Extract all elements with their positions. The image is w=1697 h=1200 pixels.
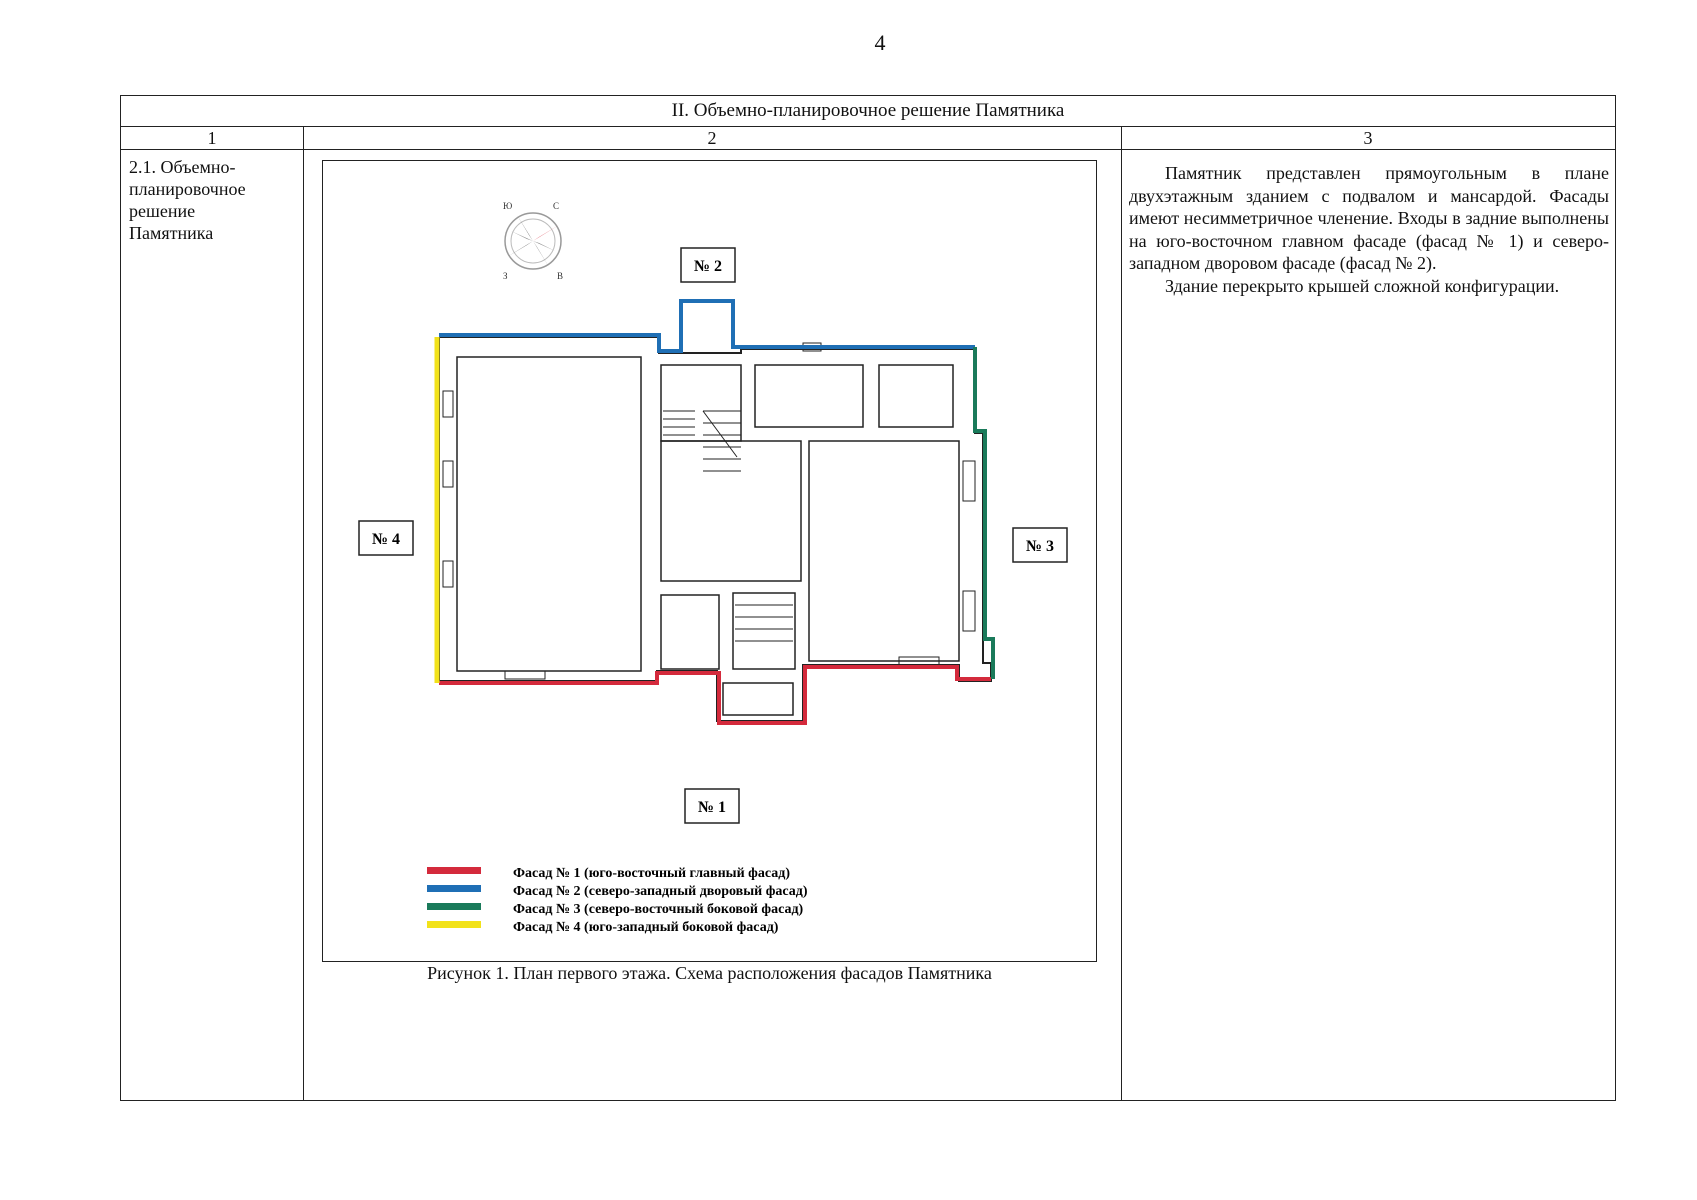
row-title-cell: 2.1. Объемно- планировочное решение Памя…: [129, 156, 299, 244]
facade-label-2: № 2: [680, 247, 736, 283]
floor-plan-drawing: С В Ю З № 2 № 4 № 3 № 1: [358, 201, 1068, 935]
figure-caption: Рисунок 1. План первого этажа. Схема рас…: [427, 963, 992, 983]
compass-rose-icon: С В Ю З: [503, 201, 563, 281]
facade-label-3-text: № 3: [1026, 538, 1054, 555]
legend-item-3-text: Фасад № 3 (северо-восточный боковой фаса…: [513, 902, 804, 917]
facade-3-line: [973, 347, 995, 679]
column-number-1: 1: [207, 128, 217, 148]
legend-item-2-text: Фасад № 2 (северо-западный дворовый фаса…: [513, 884, 808, 899]
description-paragraph-1: Памятник представлен прямоугольным в пла…: [1129, 163, 1609, 273]
document-table: II. Объемно-планировочное решение Памятн…: [120, 95, 1616, 1101]
facade-label-4-text: № 4: [372, 531, 400, 548]
facade-label-3: № 3: [1012, 527, 1068, 563]
row-title-line-2: планировочное: [129, 179, 246, 199]
column-number-3: 3: [1363, 128, 1373, 148]
column-divider-2: [1121, 127, 1122, 1100]
facade-1-line: [439, 665, 991, 725]
facade-label-1: № 1: [684, 788, 740, 824]
compass-letter-n: С: [553, 201, 559, 211]
description-paragraph-2: Здание перекрыто крышей сложной конфигур…: [1165, 275, 1560, 296]
floor-plan-figure: С В Ю З № 2 № 4 № 3 № 1: [322, 160, 1097, 962]
row-title-line-1: 2.1. Объемно-: [129, 157, 236, 177]
row-title-line-4: Памятника: [129, 223, 214, 243]
column-divider-1: [303, 127, 304, 1100]
facade-label-2-text: № 2: [694, 258, 722, 275]
legend: Фасад № 1 (юго-восточный главный фасад) …: [427, 866, 808, 935]
description-cell: Памятник представлен прямоугольным в пла…: [1129, 162, 1609, 297]
facade-label-4: № 4: [358, 520, 414, 556]
compass-letter-e: В: [557, 271, 563, 281]
facade-2-line: [439, 299, 975, 353]
page-number: 4: [874, 30, 886, 55]
compass-letter-s: Ю: [503, 201, 512, 211]
facade-label-1-text: № 1: [698, 799, 726, 816]
legend-item-4-text: Фасад № 4 (юго-западный боковой фасад): [513, 920, 779, 935]
legend-item-4: Фасад № 4 (юго-западный боковой фасад): [427, 920, 779, 935]
row-title-line-3: решение: [129, 201, 196, 221]
section-title: II. Объемно-планировочное решение Памятн…: [121, 96, 1615, 127]
column-number-2: 2: [707, 128, 717, 148]
legend-item-1-text: Фасад № 1 (юго-восточный главный фасад): [513, 866, 790, 881]
legend-item-1: Фасад № 1 (юго-восточный главный фасад): [427, 866, 790, 881]
legend-item-3: Фасад № 3 (северо-восточный боковой фаса…: [427, 902, 804, 917]
building-plan: [438, 336, 992, 722]
legend-item-2: Фасад № 2 (северо-западный дворовый фаса…: [427, 884, 808, 899]
column-number-row: 1 2 3: [121, 127, 1615, 150]
compass-letter-w: З: [503, 271, 508, 281]
